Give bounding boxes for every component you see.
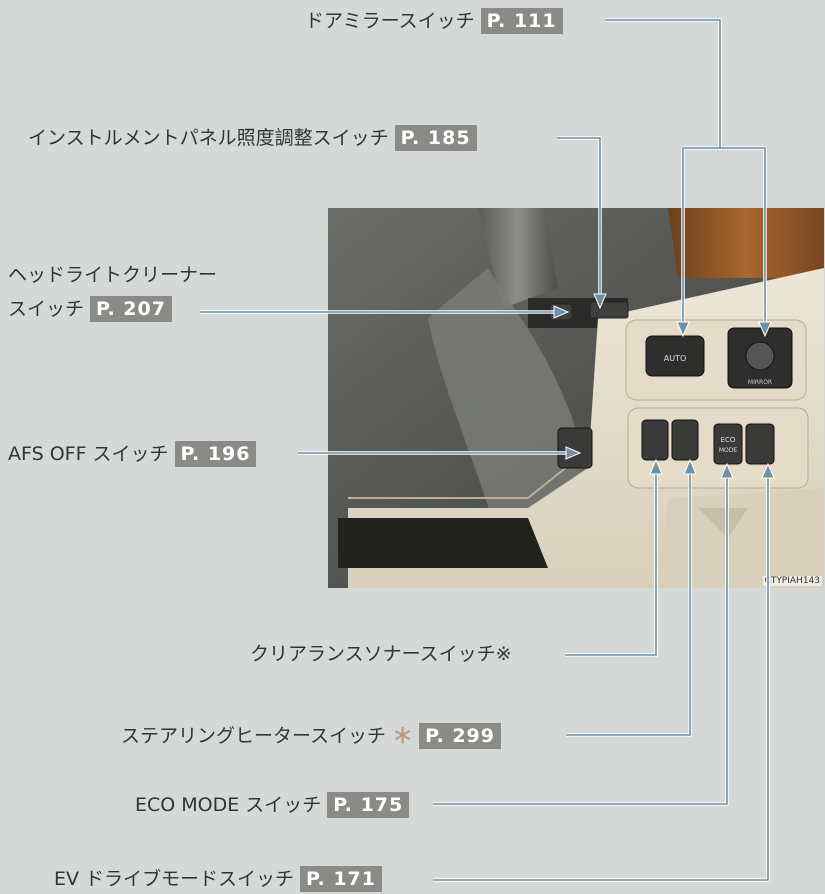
instrument-panel-switch-label: インストルメントパネル照度調整スイッチ P. 185: [28, 125, 477, 151]
headlight-cleaner-text-line1: ヘッドライトクリーナー: [8, 264, 218, 286]
afs-off-switch: [557, 427, 593, 469]
steering-heater-switch-label: ステアリングヒータースイッチ ＊ P. 299: [121, 723, 501, 749]
eco-mode-switch-text: ECO MODE スイッチ: [135, 794, 322, 816]
afs-off-switch-label: AFS OFF スイッチ P. 196: [8, 441, 257, 467]
eco-mode-page-ref[interactable]: P. 175: [327, 792, 410, 818]
mode-text: MODE: [719, 447, 738, 454]
afs-off-switch-text: AFS OFF スイッチ: [8, 443, 169, 465]
headlight-cleaner-page-ref[interactable]: P. 207: [90, 296, 172, 322]
steering-heater-switch: [671, 419, 699, 461]
clearance-sonar-switch: [641, 419, 669, 461]
steering-heater-page-ref[interactable]: P. 299: [419, 723, 501, 749]
headlight-cleaner-switch-label: ヘッドライトクリーナー スイッチ P. 207: [8, 262, 217, 322]
mirror-text: MIRROR: [748, 379, 772, 386]
instrument-panel-dimmer-switch: [589, 301, 629, 319]
clearance-sonar-switch-label: クリアランスソナースイッチ※: [250, 641, 512, 667]
ev-drive-mode-switch-label: EV ドライブモードスイッチ P. 171: [54, 866, 382, 892]
mirror-auto-text: AUTO: [664, 354, 687, 363]
afs-off-page-ref[interactable]: P. 196: [174, 441, 257, 467]
eco-text: ECO: [721, 436, 736, 444]
dashboard-photo: AUTO MIRROR ECO MODE CTYPIAH143: [328, 208, 824, 588]
optional-star-icon: ＊: [392, 724, 414, 748]
eco-mode-switch-label: ECO MODE スイッチ P. 175: [135, 792, 410, 818]
figure-code: CTYPIAH143: [762, 576, 822, 586]
dashboard-illustration: AUTO MIRROR ECO MODE: [328, 208, 824, 588]
mirror-auto-fold-switch: [645, 335, 705, 377]
door-mirror-switch-label: ドアミラースイッチ P. 111: [305, 8, 563, 34]
steering-heater-switch-text: ステアリングヒータースイッチ: [121, 725, 387, 747]
door-mirror-switch-text: ドアミラースイッチ: [305, 10, 475, 32]
door-mirror-page-ref[interactable]: P. 111: [480, 8, 563, 34]
ev-drive-mode-page-ref[interactable]: P. 171: [300, 866, 382, 892]
eco-mode-switch: [713, 423, 743, 465]
headlight-cleaner-switch: [549, 303, 573, 321]
instrument-panel-switch-text: インストルメントパネル照度調整スイッチ: [28, 127, 389, 149]
instrument-panel-page-ref[interactable]: P. 185: [394, 125, 477, 151]
headlight-cleaner-text-line2: スイッチ: [8, 298, 85, 320]
clearance-sonar-switch-text: クリアランスソナースイッチ※: [250, 643, 512, 665]
ev-drive-mode-switch-text: EV ドライブモードスイッチ: [54, 868, 295, 890]
ev-drive-mode-switch: [745, 423, 775, 465]
